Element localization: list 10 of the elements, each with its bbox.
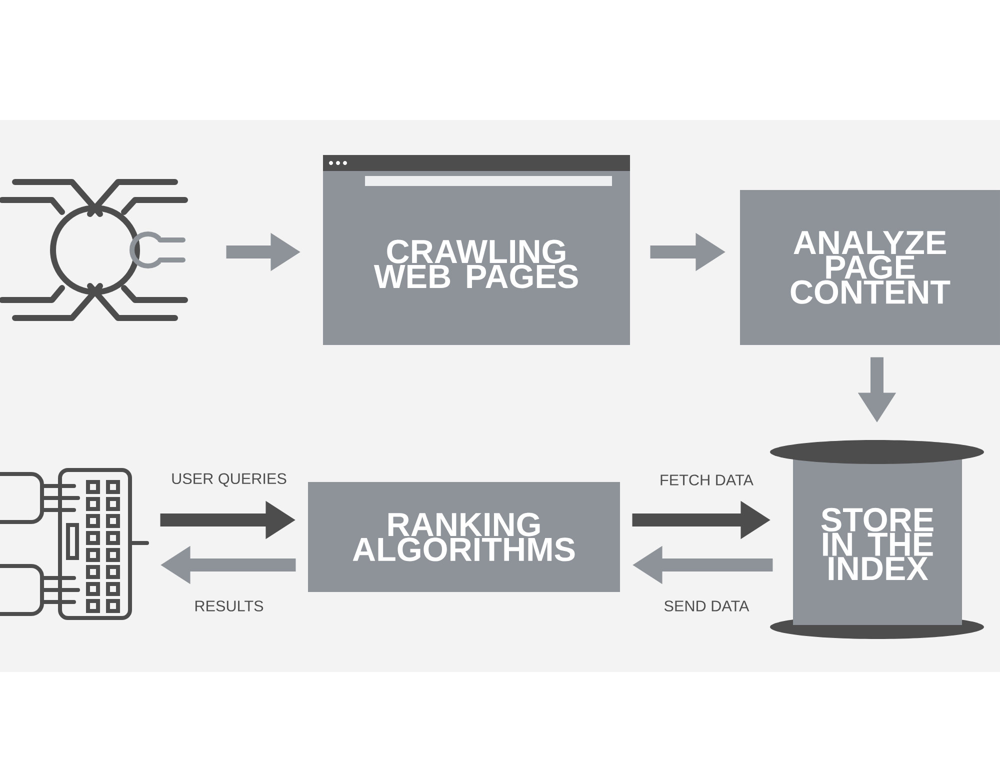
spider-drawing: [0, 179, 188, 321]
edge-label: SEND DATA: [662, 599, 751, 613]
edge-label: RESULTS: [192, 599, 266, 613]
process-box: RANKING ALGORITHMS: [308, 482, 620, 592]
edge-label: USER QUERIES: [170, 472, 288, 488]
edge-label: FETCH DATA: [658, 473, 755, 487]
database-cylinder: STORE IN THE INDEX: [770, 440, 984, 639]
hands-keyboard-drawing: [0, 468, 149, 620]
browser-window-box: CRAWLING WEB PAGES: [323, 155, 630, 345]
process-box: ANALYZE PAGE CONTENT: [740, 190, 1000, 345]
